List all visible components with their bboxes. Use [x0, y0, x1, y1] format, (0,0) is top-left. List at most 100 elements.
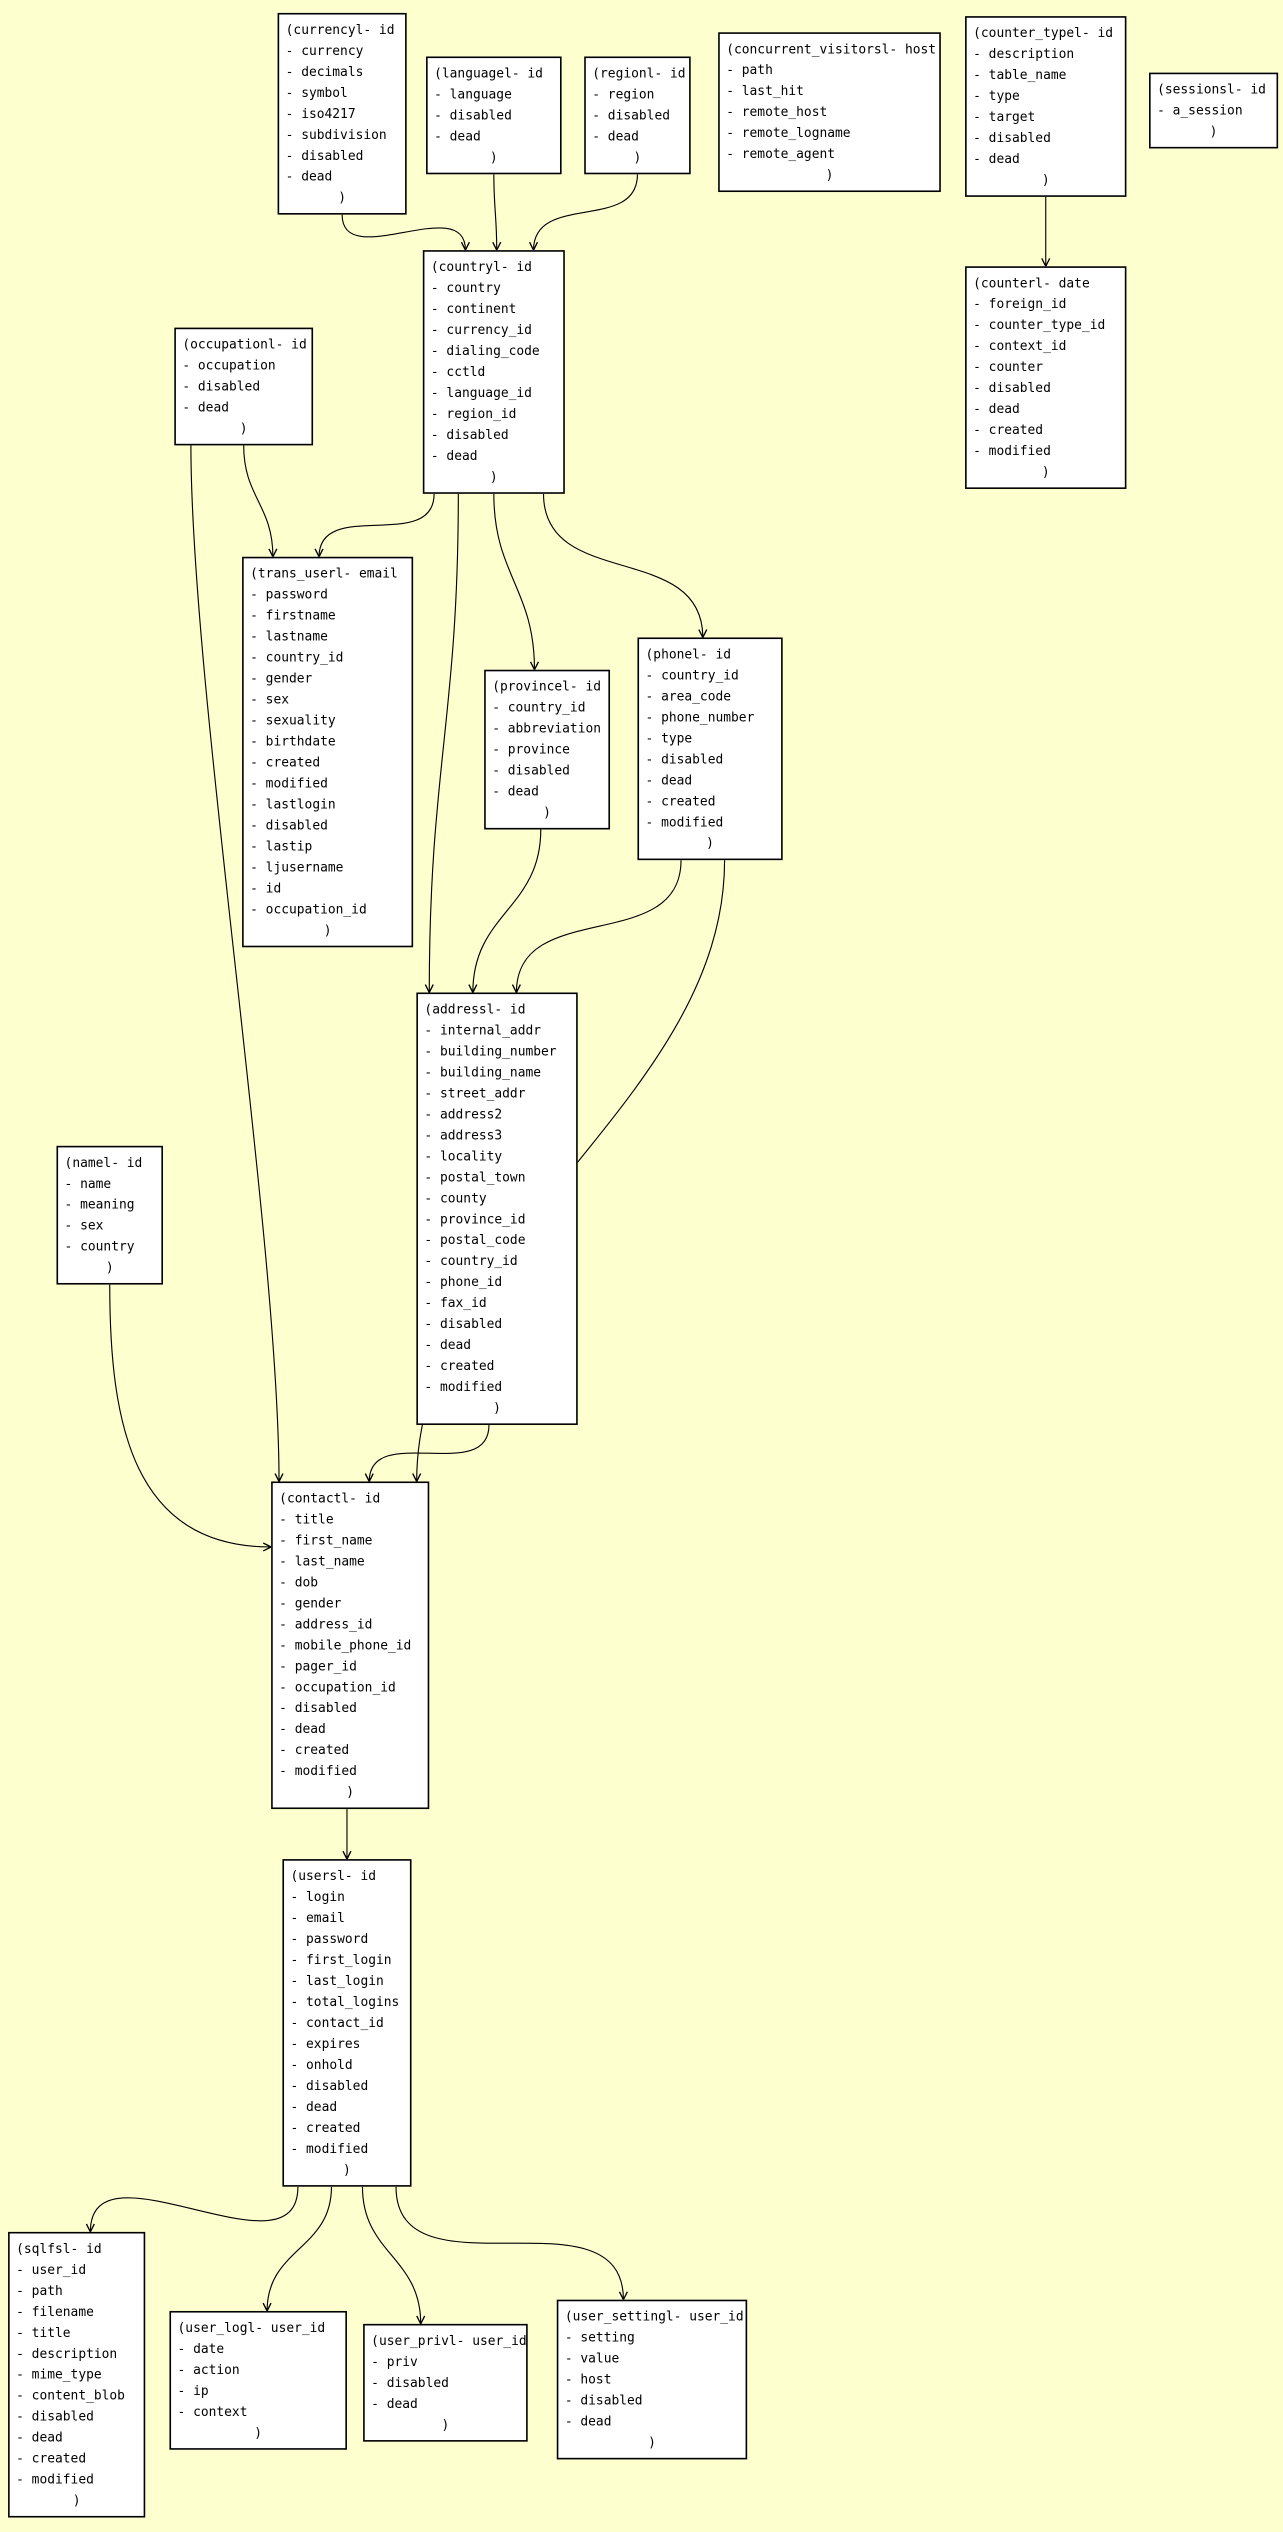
table-field: - country_id	[250, 650, 344, 665]
table-field: - type	[645, 731, 693, 746]
table-field: - lastip	[250, 839, 313, 854]
table-field: - disabled	[564, 2393, 643, 2408]
table-node-phone: (phonel- id- country_id- area_code- phon…	[637, 637, 783, 861]
table-field: - currency	[285, 43, 364, 59]
table-node-sessions: (sessionsl- id- a_session)	[1149, 72, 1279, 149]
table-field: - a_session	[1157, 103, 1243, 118]
table-field: - province	[492, 742, 570, 757]
table-title: (addressl- id	[424, 1002, 526, 1017]
table-field: - type	[973, 88, 1020, 104]
table-field: - disabled	[434, 108, 512, 123]
table-field: - last_login	[290, 1973, 384, 1989]
table-field: - last_hit	[726, 83, 804, 99]
relation-edge-phone-to-address	[511, 860, 682, 995]
table-field: - dead	[290, 2099, 338, 2115]
table-title: (contactl- id	[279, 1491, 381, 1506]
table-field: - area_code	[645, 689, 732, 704]
relation-edge-occupation-to-trans_user	[243, 445, 278, 559]
table-field: - login	[290, 1889, 345, 1905]
table-field: - street_addr	[424, 1086, 526, 1101]
table-title: (counter_typel- id	[973, 25, 1114, 41]
table-title: (counterl- date	[973, 275, 1090, 291]
relation-edge-users-to-user_priv	[361, 2186, 426, 2326]
table-title: (user_privl- user_id	[371, 2333, 527, 2349]
relation-edge-users-to-user_setting	[395, 2186, 628, 2302]
table-field: - host	[564, 2372, 612, 2387]
table-field: - disabled	[250, 818, 328, 833]
table-field: - continent	[430, 301, 517, 317]
table-close-paren: )	[239, 421, 248, 436]
table-field: - iso4217	[285, 106, 356, 122]
table-field: - total_logins	[290, 1994, 400, 2010]
table-field: - postal_town	[424, 1170, 526, 1185]
table-field: - country_id	[492, 700, 586, 715]
relation-edge-name-to-contact	[109, 1284, 273, 1552]
table-close-paren: )	[346, 1784, 355, 1800]
table-field: - disabled	[16, 2409, 94, 2424]
table-field: - dead	[645, 773, 693, 788]
table-close-paren: )	[72, 2493, 81, 2508]
table-field: - occupation	[182, 358, 276, 373]
table-title: (usersl- id	[290, 1868, 376, 1884]
table-field: - email	[290, 1910, 345, 1926]
relation-edge-language-to-country	[492, 174, 502, 252]
table-title: (sessionsl- id	[1157, 82, 1266, 97]
table-field: - value	[564, 2351, 620, 2366]
table-node-language: (languagel- id- language- disabled- dead…	[426, 56, 562, 175]
table-field: - province_id	[424, 1211, 526, 1227]
table-node-sqlfs: (sqlfsl- id- user_id- path- filename- ti…	[8, 2231, 146, 2518]
table-field: - created	[16, 2451, 87, 2466]
table-field: - setting	[564, 2330, 635, 2345]
table-title: (currencyl- id	[285, 22, 395, 38]
table-field: - region	[592, 87, 655, 102]
table-field: - gender	[250, 671, 313, 686]
table-title: (languagel- id	[434, 66, 543, 81]
table-node-address: (addressl- id- internal_addr- building_n…	[416, 992, 578, 1425]
table-title: (provincel- id	[492, 679, 602, 694]
table-field: - ip	[177, 2383, 209, 2399]
table-node-user_priv: (user_privl- user_id- priv- disabled- de…	[363, 2323, 528, 2442]
table-field: - remote_host	[726, 104, 828, 120]
table-field: - dead	[279, 1721, 326, 1737]
table-field: - action	[177, 2362, 240, 2378]
table-field: - address_id	[279, 1617, 373, 1632]
table-title: (phonel- id	[645, 647, 732, 662]
table-field: - filename	[16, 2304, 94, 2320]
table-field: - decimals	[285, 64, 364, 80]
table-field: - remote_agent	[726, 146, 836, 162]
table-title: (user_logl- user_id	[177, 2320, 326, 2336]
table-field: - dead	[182, 400, 230, 415]
table-title: (regionl- id	[592, 66, 686, 81]
table-close-paren: )	[825, 167, 834, 183]
table-field: - user_id	[16, 2262, 87, 2278]
table-field: - priv	[371, 2354, 418, 2370]
table-field: - modified	[645, 814, 724, 830]
table-node-users: (usersl- id- login- email- password- fir…	[282, 1859, 412, 2187]
table-field: - disabled	[371, 2375, 449, 2391]
table-field: - dead	[434, 129, 481, 144]
table-close-paren: )	[441, 2417, 450, 2432]
table-node-region: (regionl- id- region- disabled- dead)	[584, 56, 691, 175]
table-field: - symbol	[285, 85, 348, 101]
table-field: - path	[726, 62, 773, 78]
table-field: - dead	[430, 448, 478, 464]
relation-edge-region-to-country	[528, 174, 639, 252]
table-field: - disabled	[290, 2078, 369, 2094]
table-field: - disabled	[424, 1316, 503, 1332]
table-field: - created	[424, 1358, 495, 1374]
table-close-paren: )	[633, 150, 642, 165]
table-field: - country_id	[645, 668, 739, 683]
table-field: - created	[290, 2120, 361, 2136]
table-field: - description	[16, 2346, 118, 2361]
table-node-user_setting: (user_settingl- user_id- setting- value-…	[556, 2299, 748, 2460]
table-close-paren: )	[254, 2425, 263, 2441]
table-field: - name	[64, 1176, 112, 1191]
table-field: - disabled	[279, 1700, 357, 1716]
table-field: - fax_id	[424, 1295, 487, 1311]
table-field: - mobile_phone_id	[279, 1638, 412, 1653]
table-node-country: (countryl- id- country- continent- curre…	[422, 250, 565, 494]
table-close-paren: )	[1041, 172, 1050, 188]
table-field: - disabled	[973, 130, 1051, 146]
table-field: - onhold	[290, 2057, 353, 2073]
